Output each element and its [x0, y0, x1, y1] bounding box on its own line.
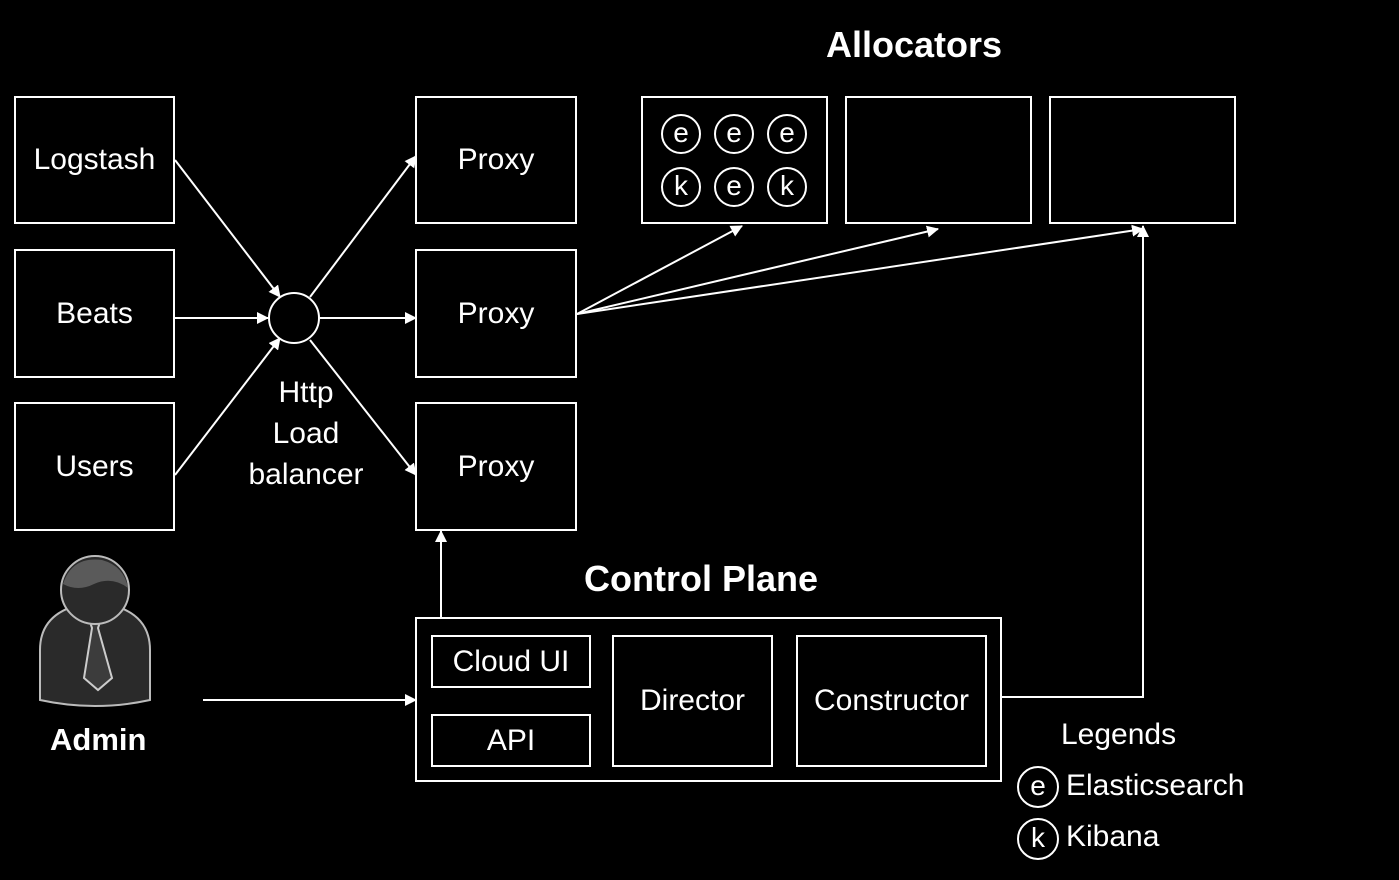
allocators-title: Allocators	[826, 24, 1003, 65]
arrow-logstash-to-lb	[174, 159, 281, 298]
lb-label-line-1: Http	[278, 376, 334, 409]
arrow-users-to-lb	[174, 337, 281, 476]
arrow-constructor-to-allocator	[1002, 225, 1149, 698]
elasticsearch-node: e	[714, 167, 754, 207]
arrow-proxy-to-allocator-1	[576, 225, 743, 315]
kibana-node: k	[767, 167, 807, 207]
allocator-box-1: e e e k e k	[641, 96, 828, 224]
kibana-node: k	[661, 167, 701, 207]
legend-elasticsearch-label: Elasticsearch	[1066, 769, 1245, 802]
arrow-proxy-to-allocator-3	[576, 224, 1144, 315]
elasticsearch-node: e	[714, 114, 754, 154]
admin-label: Admin	[50, 722, 147, 757]
arrow-lb-to-proxy-1	[309, 155, 417, 298]
admin-person-icon	[39, 555, 151, 707]
constructor-box: Constructor	[796, 635, 987, 767]
legend-kibana-label: Kibana	[1066, 820, 1160, 853]
legend-kibana-symbol: k	[1017, 818, 1059, 860]
control-plane-title: Control Plane	[584, 558, 819, 599]
legend-elasticsearch-symbol: e	[1017, 766, 1059, 808]
legend-title: Legends	[1061, 718, 1177, 751]
elasticsearch-node: e	[661, 114, 701, 154]
arrow-lb-to-proxy-3	[309, 339, 417, 476]
users-box: Users	[14, 402, 175, 531]
allocator-box-2	[845, 96, 1032, 224]
cloud-ui-box: Cloud UI	[431, 635, 591, 688]
beats-box: Beats	[14, 249, 175, 378]
load-balancer-node	[268, 292, 320, 344]
lb-label-line-3: balancer	[248, 458, 364, 491]
elasticsearch-node: e	[767, 114, 807, 154]
control-plane-box: Cloud UI API Director Constructor	[415, 617, 1002, 782]
allocator-box-3	[1049, 96, 1236, 224]
director-box: Director	[612, 635, 773, 767]
proxy-box-3: Proxy	[415, 402, 577, 531]
lb-label-line-2: Load	[272, 417, 340, 450]
arrow-proxy-to-allocator-2	[576, 225, 939, 315]
logstash-box: Logstash	[14, 96, 175, 224]
api-box: API	[431, 714, 591, 767]
proxy-box-1: Proxy	[415, 96, 577, 224]
proxy-box-2: Proxy	[415, 249, 577, 378]
load-balancer-label: Http Load balancer	[236, 372, 376, 495]
